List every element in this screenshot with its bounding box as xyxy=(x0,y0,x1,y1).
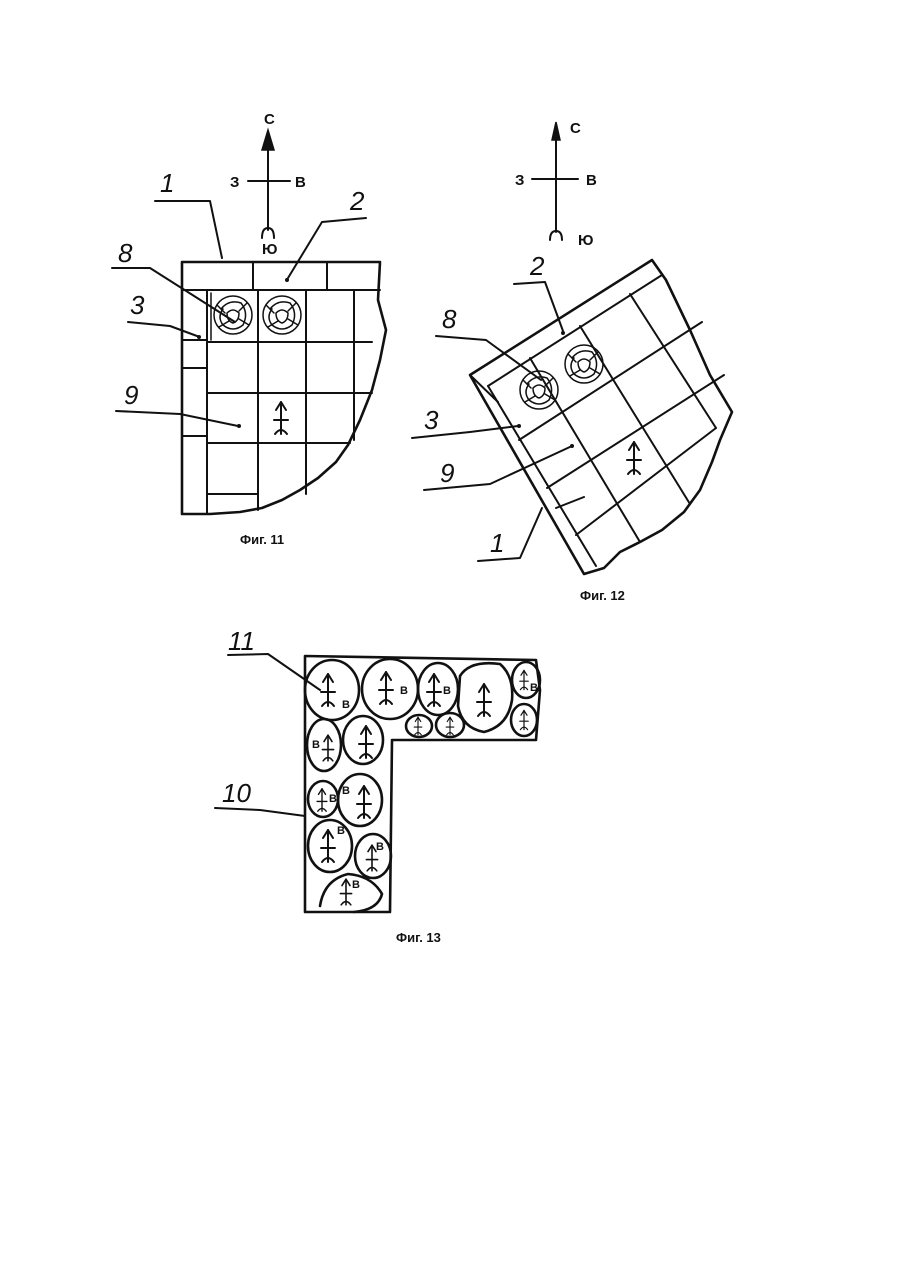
fig11-border-outline xyxy=(182,262,386,514)
callout-label-3: 3 xyxy=(130,290,145,320)
figure-caption: Фиг. 12 xyxy=(580,588,625,603)
plant-marker-icon xyxy=(414,717,422,735)
figure-13: В В В В В В В В В В 11 10 Фиг. 13 xyxy=(215,626,540,945)
compass-rose-fig11: С З В Ю xyxy=(230,111,306,258)
plant-marker-icon xyxy=(274,402,288,434)
compass-west-label: З xyxy=(515,172,524,189)
compass-north-label: С xyxy=(570,120,581,137)
callout-label-11: 11 xyxy=(228,626,255,656)
compass-south-label: Ю xyxy=(262,241,277,258)
callout-label-9: 9 xyxy=(124,380,138,410)
figure-caption: Фиг. 11 xyxy=(240,532,284,547)
svg-text:В: В xyxy=(342,699,350,711)
svg-text:В: В xyxy=(530,682,538,694)
compass-rose-fig12: С З В Ю xyxy=(515,120,597,249)
callout-label-2: 2 xyxy=(529,251,545,281)
svg-text:В: В xyxy=(342,785,350,797)
rose-plant-icon xyxy=(214,296,252,334)
compass-north-label: С xyxy=(264,111,275,128)
figure-11: С З В Ю xyxy=(112,111,386,547)
rose-plant-icon xyxy=(263,296,301,334)
callout-label-10: 10 xyxy=(222,778,251,808)
svg-text:В: В xyxy=(352,879,360,891)
plant-marker-icon xyxy=(317,789,327,811)
stone-cluster xyxy=(305,659,540,912)
svg-text:В: В xyxy=(443,685,451,697)
compass-east-label: В xyxy=(295,174,306,191)
figure-12: С З В Ю 2 8 3 xyxy=(412,120,732,603)
plant-marker-icon xyxy=(321,830,335,862)
callout-label-8: 8 xyxy=(118,238,133,268)
plant-marker-icon xyxy=(520,710,528,729)
callout-label-2: 2 xyxy=(349,186,365,216)
callout-label-3: 3 xyxy=(424,405,439,435)
plant-marker-icon xyxy=(357,786,371,818)
callout-label-1: 1 xyxy=(160,168,174,198)
plant-marker-icon xyxy=(340,879,351,905)
compass-west-label: З xyxy=(230,174,239,191)
plant-marker-icon xyxy=(446,717,454,735)
plant-marker-icon xyxy=(520,670,528,689)
plant-marker-icon xyxy=(321,674,335,706)
rose-plant-icon xyxy=(565,345,603,383)
plant-marker-icon xyxy=(627,442,641,474)
plant-marker-icon xyxy=(322,735,333,761)
svg-text:В: В xyxy=(400,685,408,697)
rose-plant-icon xyxy=(520,371,558,409)
callout-label-9: 9 xyxy=(440,458,454,488)
fig13-border-outline xyxy=(305,656,540,912)
callout-label-1: 1 xyxy=(490,528,504,558)
svg-text:В: В xyxy=(376,841,384,853)
svg-text:В: В xyxy=(337,825,345,837)
figure-caption: Фиг. 13 xyxy=(396,930,441,945)
svg-text:В: В xyxy=(329,793,337,805)
compass-east-label: В xyxy=(586,172,597,189)
callout-label-8: 8 xyxy=(442,304,457,334)
svg-text:В: В xyxy=(312,739,320,751)
plant-marker-icon xyxy=(427,674,441,706)
fig12-border-outline xyxy=(470,260,732,574)
plant-marker-icon xyxy=(477,684,491,716)
plant-marker-icon xyxy=(359,726,373,758)
plant-marker-icon xyxy=(379,672,393,704)
stone-marks: В В В В В В В В В В xyxy=(312,682,538,891)
compass-south-label: Ю xyxy=(578,232,593,249)
